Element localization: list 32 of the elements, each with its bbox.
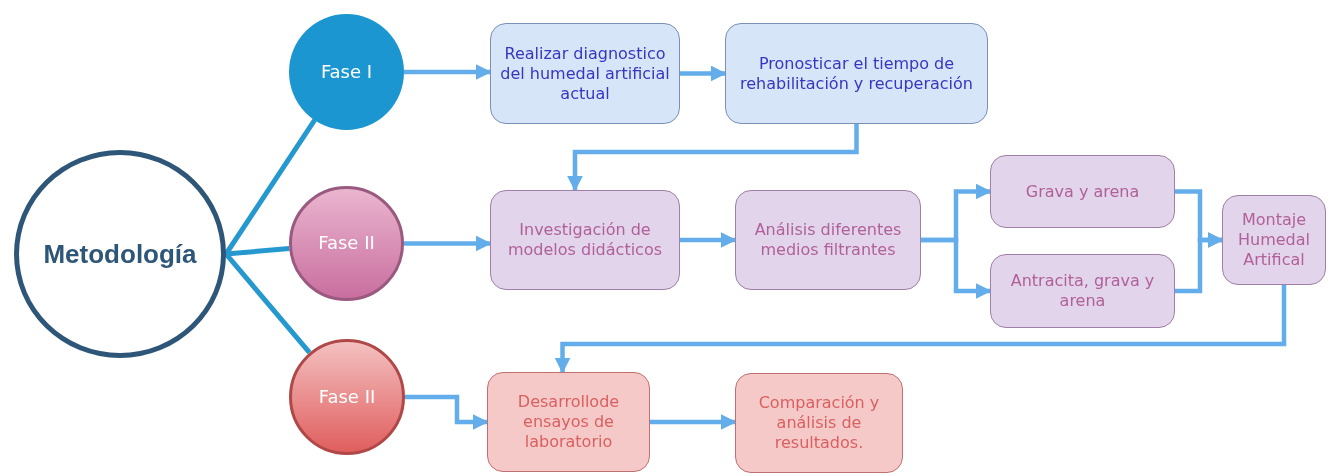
node-label: Fase I [320,60,373,84]
node-label: Montaje Humedal Artifical [1237,210,1311,270]
arrow [554,285,1287,374]
process-box [1222,195,1326,285]
arrow [405,394,489,430]
process-box [487,372,650,472]
process-box [490,23,680,124]
arrow [680,232,737,248]
process-box [990,155,1175,228]
process-box [725,23,988,124]
arrow [680,65,727,82]
node-label: Fase II [318,232,375,255]
node-label: Grava y arena [1025,181,1140,202]
process-box [735,190,921,290]
process-box [490,190,680,290]
node-label: Comparación y análisis de resultados. [757,393,881,453]
arrow [404,235,492,252]
node-label: Antracita, grava y arena [1009,271,1156,311]
arrow [921,237,992,299]
node-label: Realizar diagnostico del humedal artificial actual [499,43,671,104]
node-label: Análisis diferentes medios filtrantes [753,220,903,260]
arrow [567,124,859,192]
node-label: Investigación de modelos didácticos [507,220,663,260]
process-box [990,254,1175,328]
node-label: Desarrollode ensayos de laboratorio [516,392,621,452]
node-label: Metodología [43,237,197,271]
arrow [404,64,492,80]
node-label: Pronosticar el tiempo de rehabilitación y recuperación [739,53,974,94]
node-label: Fase II [318,385,376,409]
arrow [1175,232,1224,294]
process-box [735,373,903,473]
arrow [650,414,737,430]
